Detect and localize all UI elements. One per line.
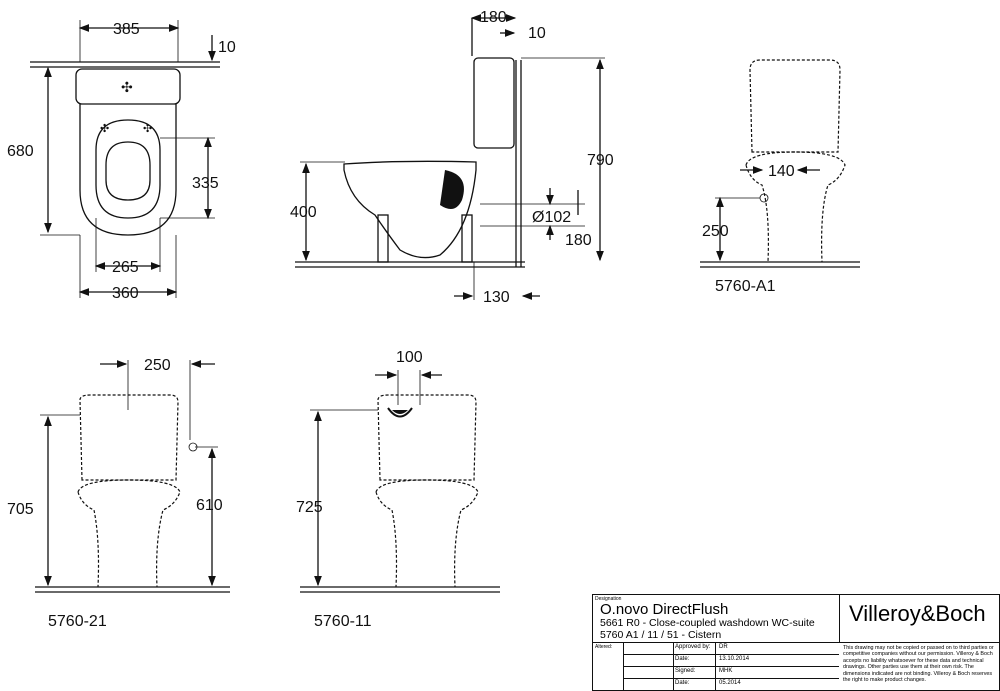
table-row: Date: 13.10.2014	[623, 654, 839, 667]
row-label: Approved by:	[675, 644, 711, 650]
disclaimer-text: This drawing may not be copied or passed…	[843, 645, 994, 684]
table-row: Date: 05.2014	[623, 678, 839, 691]
view-label-11: 5760-11	[314, 613, 372, 630]
brand-logo: Villeroy&Boch	[849, 601, 986, 626]
dim-400: 400	[290, 204, 317, 221]
row-label: Date:	[675, 656, 690, 662]
dim-680: 680	[7, 143, 34, 160]
top-view: ✣ ✣ ✣ 385 10 680 335 265 360	[7, 20, 236, 302]
designation-caption: Designation	[595, 596, 622, 602]
view-5760-11: 100 725 5760-11	[296, 349, 500, 630]
dim-10: 10	[218, 39, 236, 56]
dim-180-top: 180	[480, 9, 507, 26]
product-line-3: 5760 A1 / 11 / 51 - Cistern	[600, 629, 722, 641]
dim-725: 725	[296, 499, 323, 516]
row-value: DR	[719, 644, 728, 650]
dim-100: 100	[396, 349, 423, 366]
table-row: Approved by: DR	[623, 642, 839, 655]
row-label: Signed:	[675, 668, 696, 674]
dim-335: 335	[192, 175, 219, 192]
dim-140: 140	[768, 163, 795, 180]
dim-250-21: 250	[144, 357, 171, 374]
dim-diameter-102: Ø102	[532, 209, 571, 226]
view-5760-21: 250 705 610 5760-21	[7, 357, 230, 630]
dim-250-a1: 250	[702, 223, 729, 240]
dim-705: 705	[7, 501, 34, 518]
product-line-2: 5661 R0 - Close-coupled washdown WC-suit…	[600, 617, 815, 629]
dim-180-outlet: 180	[565, 232, 592, 249]
approval-table: Altered: Approved by:DR Date:13.10.2014 …	[593, 642, 839, 691]
dim-360: 360	[112, 285, 139, 302]
svg-text:✣: ✣	[143, 123, 152, 135]
altered-label: Altered:	[595, 644, 613, 650]
row-value: 13.10.2014	[719, 656, 750, 662]
dim-130: 130	[483, 289, 510, 306]
side-view: 180 10 790 400 Ø102 180 130	[290, 9, 614, 306]
product-title: O.novo DirectFlush	[600, 601, 729, 618]
dim-10-side: 10	[528, 25, 546, 42]
svg-text:✣: ✣	[100, 123, 109, 135]
view-label-a1: 5760-A1	[715, 278, 776, 295]
table-row: Signed: MHK	[623, 666, 839, 679]
view-label-21: 5760-21	[48, 613, 107, 630]
title-block: Designation O.novo DirectFlush 5661 R0 -…	[592, 594, 1000, 691]
dim-385: 385	[113, 21, 140, 38]
row-label: Date:	[675, 680, 690, 686]
dim-265: 265	[112, 259, 139, 276]
row-value: 05.2014	[719, 680, 741, 686]
view-5760-a1: 140 250 5760-A1	[700, 59, 860, 295]
dim-790: 790	[587, 152, 614, 169]
svg-text:✣: ✣	[121, 79, 133, 95]
dim-610: 610	[196, 497, 223, 514]
row-value: MHK	[719, 668, 733, 674]
